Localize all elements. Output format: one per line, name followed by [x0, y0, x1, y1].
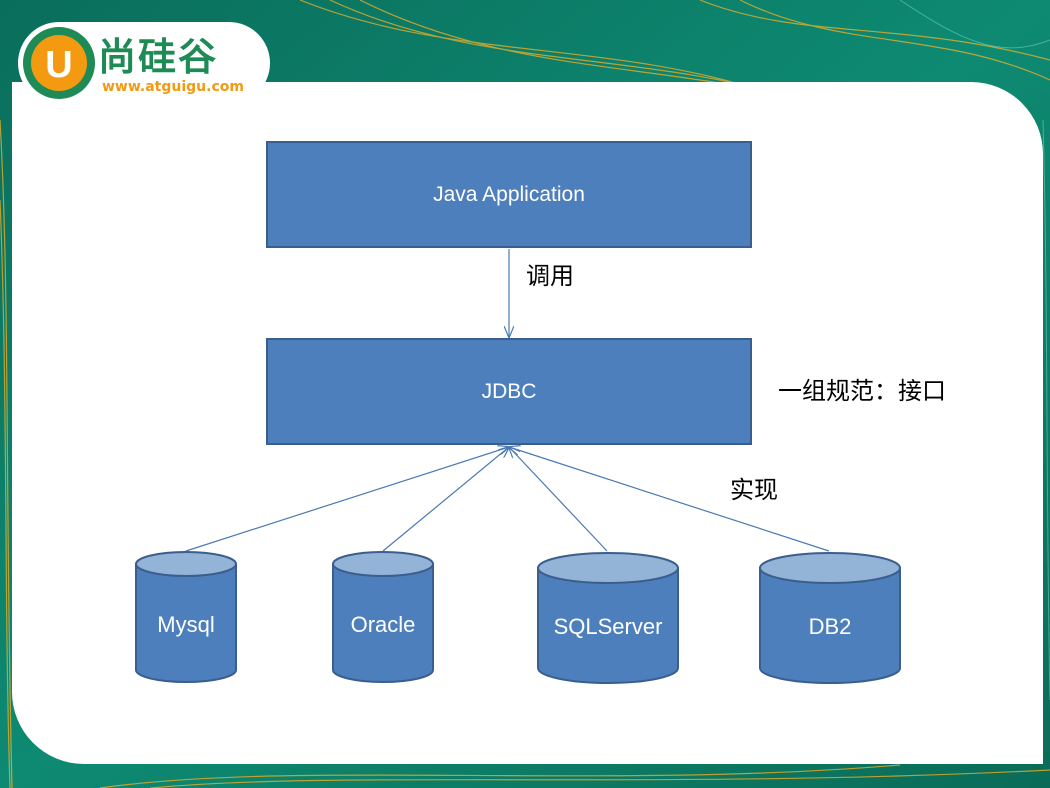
call-label: 调用 [526, 262, 574, 290]
sqlserver-cylinder-icon [537, 552, 679, 684]
logo-u-badge-icon: U [23, 27, 95, 99]
impl-label: 实现 [730, 476, 778, 504]
logo-letter: U [45, 44, 72, 86]
db-label-oracle: Oracle [350, 612, 416, 637]
logo-brand-text: 尚硅谷 [98, 35, 219, 79]
db2-cylinder-icon [759, 552, 901, 684]
java-application-label: Java Application [433, 182, 585, 206]
jdbc-box: JDBC [266, 338, 752, 445]
oracle-cylinder-icon [332, 551, 434, 683]
spec-label: 一组规范：接口 [778, 377, 946, 405]
db-label-db2: DB2 [808, 614, 852, 639]
mysql-cylinder-icon [135, 551, 237, 683]
db-label-sqlserver: SQLServer [553, 614, 663, 639]
jdbc-label: JDBC [481, 379, 537, 403]
brand-logo: U 尚硅谷 www.atguigu.com [18, 22, 270, 104]
logo-url: www.atguigu.com [102, 79, 244, 95]
java-application-box: Java Application [266, 141, 752, 248]
db-label-mysql: Mysql [157, 612, 215, 637]
